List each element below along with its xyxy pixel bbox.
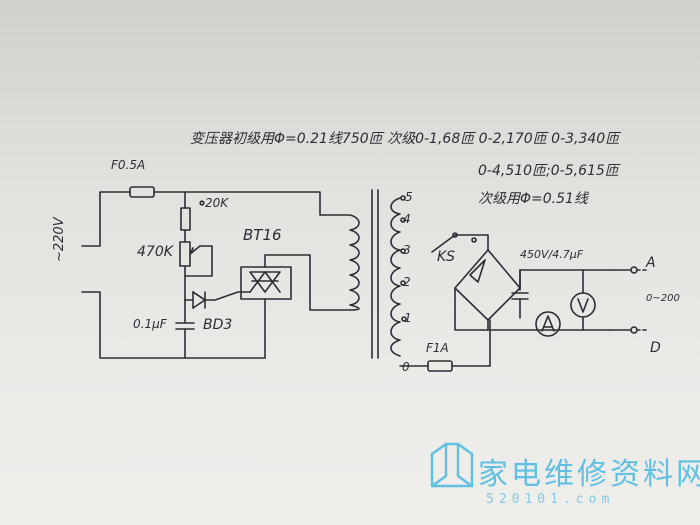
tap-1-label: 1 (404, 311, 412, 325)
selector-switch-label: KS (437, 249, 456, 265)
bridge-rectifier (454, 234, 521, 331)
capacitor-small-label: 0.1μF (133, 317, 167, 331)
output-terminals (609, 266, 647, 334)
resistor-20k (180, 191, 205, 243)
mains-input-wires (81, 191, 186, 359)
terminal-d-label: D (650, 340, 661, 356)
fuse-main (129, 186, 155, 198)
ammeter (535, 311, 561, 337)
output-range-label: 0~200 (646, 293, 680, 304)
tap-2-label: 2 (403, 275, 411, 289)
filter-capacitor-label: 450V/4.7μF (520, 248, 584, 261)
transformer-primary (349, 189, 379, 359)
diac-label: BD3 (203, 317, 233, 333)
watermark-url: 520101.com (486, 492, 615, 507)
triac-bt16 (240, 254, 351, 359)
resistor-20k-label: 20K (205, 196, 229, 210)
pot-470k-label: 470K (137, 244, 173, 260)
transformer-secondary (390, 195, 429, 367)
selector-switch-ks (431, 232, 489, 253)
output-fuse-label: F1A (426, 341, 449, 355)
pot-470k (179, 241, 213, 301)
triac-label: BT16 (243, 226, 282, 244)
top-rail (153, 191, 351, 216)
transformer-spec-line2: 0-4,510匝;0-5,615匝 (478, 163, 619, 179)
transformer-spec-line3: 次级用Φ=0.51线 (478, 191, 588, 207)
fuse-main-label: F0.5A (111, 158, 146, 172)
tap-4-label: 4 (403, 212, 411, 226)
tap-5-label: 5 (405, 190, 413, 204)
fuse-output (427, 319, 491, 372)
watermark-logo-icon (430, 442, 474, 488)
tap-0-label: 0 (402, 360, 410, 374)
voltmeter (570, 269, 596, 331)
capacitor-0-1uf (175, 299, 195, 359)
tap-3-label: 3 (403, 243, 411, 257)
watermark-text: 家电维修资料网 (478, 457, 700, 492)
diac-bd3 (184, 291, 251, 309)
terminal-a-label: A (646, 255, 656, 271)
transformer-spec-line1: 变压器初级用Φ=0.21线750匝 次级0-1,68匝 0-2,170匝 0-3… (190, 131, 620, 147)
